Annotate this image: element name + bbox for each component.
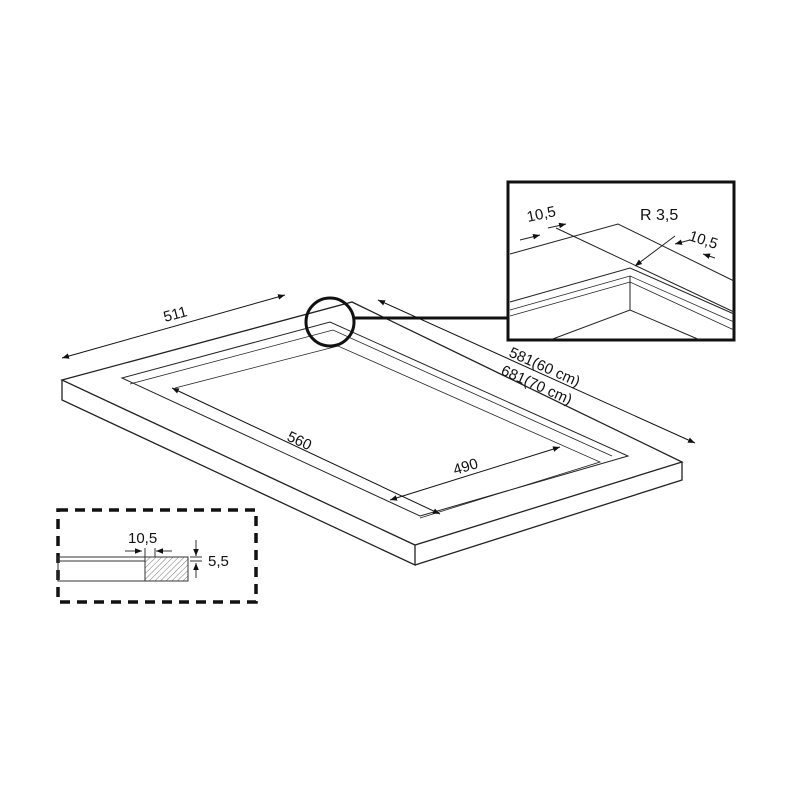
dim-line-490 xyxy=(389,446,561,501)
detail-rim-left-label: 10,5 xyxy=(525,203,557,226)
detail-zoom-box: 10,5 R 3,5 10,5 xyxy=(506,180,736,342)
dimension-lines xyxy=(61,294,696,515)
label-490: 490 xyxy=(451,455,480,479)
detail-callout-circle xyxy=(304,296,356,348)
dim-line-length xyxy=(377,299,696,444)
dim-line-511 xyxy=(61,294,286,359)
detail-radius-label: R 3,5 xyxy=(640,207,678,224)
section-detail-box: 10,5 5,5 xyxy=(56,508,258,604)
tray-side-right xyxy=(414,462,683,566)
section-rim-height-label: 5,5 xyxy=(208,553,229,570)
section-rim-width-label: 10,5 xyxy=(128,530,157,547)
label-511: 511 xyxy=(162,303,190,326)
